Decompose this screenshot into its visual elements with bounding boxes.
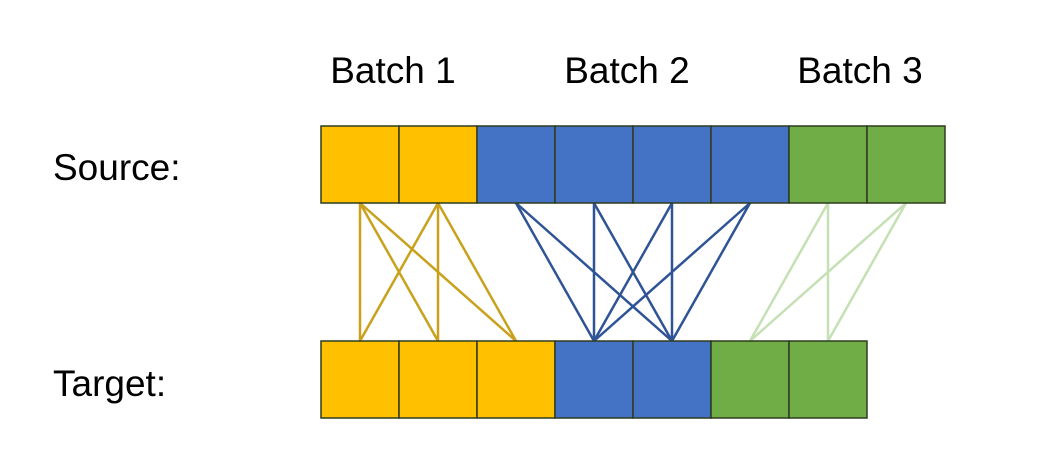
source-cell-batch-2 [554,125,634,204]
connection-lines [358,202,908,342]
source-cell-batch-2 [710,125,790,204]
connection-line-batch-3 [749,202,907,342]
connection-line-batch-3 [826,202,908,342]
connection-line-batch-1 [358,202,440,342]
target-cell-batch-1 [476,340,556,419]
source-cell-batch-3 [788,125,868,204]
source-cells [320,125,946,204]
target-cell-batch-1 [398,340,478,419]
connection-line-batch-2 [670,202,752,342]
target-cell-batch-2 [554,340,634,419]
target-cell-batch-3 [788,340,868,419]
connection-line-batch-2 [592,202,674,342]
batch-labels: Batch 1 Batch 2 Batch 3 [330,50,922,91]
target-cell-batch-1 [320,340,400,419]
target-row-label: Target: [53,363,166,404]
source-cell-batch-3 [866,125,946,204]
connection-line-batch-3 [748,202,830,342]
batch-1-label: Batch 1 [330,50,455,91]
target-cells [320,340,868,419]
batch-3-label: Batch 3 [797,50,922,91]
source-cell-batch-1 [320,125,400,204]
source-row-label: Source: [53,147,181,188]
source-cell-batch-2 [632,125,712,204]
target-cell-batch-3 [710,340,790,419]
connection-line-batch-2 [514,202,596,342]
source-cell-batch-1 [398,125,478,204]
source-cell-batch-2 [476,125,556,204]
batch-2-label: Batch 2 [564,50,689,91]
connection-line-batch-2 [593,202,751,342]
connection-line-batch-1 [436,202,518,342]
target-cell-batch-2 [632,340,712,419]
